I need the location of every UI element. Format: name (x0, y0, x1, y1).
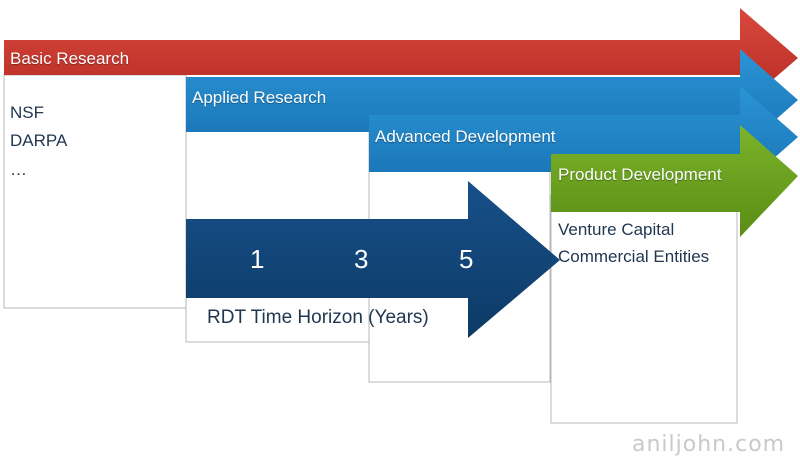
applied-research-label: Applied Research (192, 88, 327, 107)
time-horizon-arrow (186, 181, 560, 338)
basic-research-item: DARPA (10, 131, 68, 150)
basic-research-item: NSF (10, 103, 44, 122)
time-horizon-year: 3 (354, 244, 369, 274)
time-horizon-year: 5 (459, 244, 474, 274)
advanced-development-label: Advanced Development (375, 127, 556, 146)
time-horizon-label: RDT Time Horizon (Years) (207, 307, 429, 328)
time-horizon-year: 1 (250, 244, 265, 274)
product-development-item: Venture Capital (558, 220, 675, 239)
basic-research-item: … (10, 160, 27, 179)
product-development-box (550, 194, 738, 424)
watermark: aniljohn.com (632, 432, 786, 457)
product-development-item: Commercial Entities (558, 247, 710, 266)
product-development-arrow (551, 125, 798, 237)
basic-research-arrow (4, 8, 798, 108)
product-development-label: Product Development (558, 165, 722, 184)
basic-research-box (3, 74, 187, 309)
basic-research-label: Basic Research (10, 49, 130, 68)
